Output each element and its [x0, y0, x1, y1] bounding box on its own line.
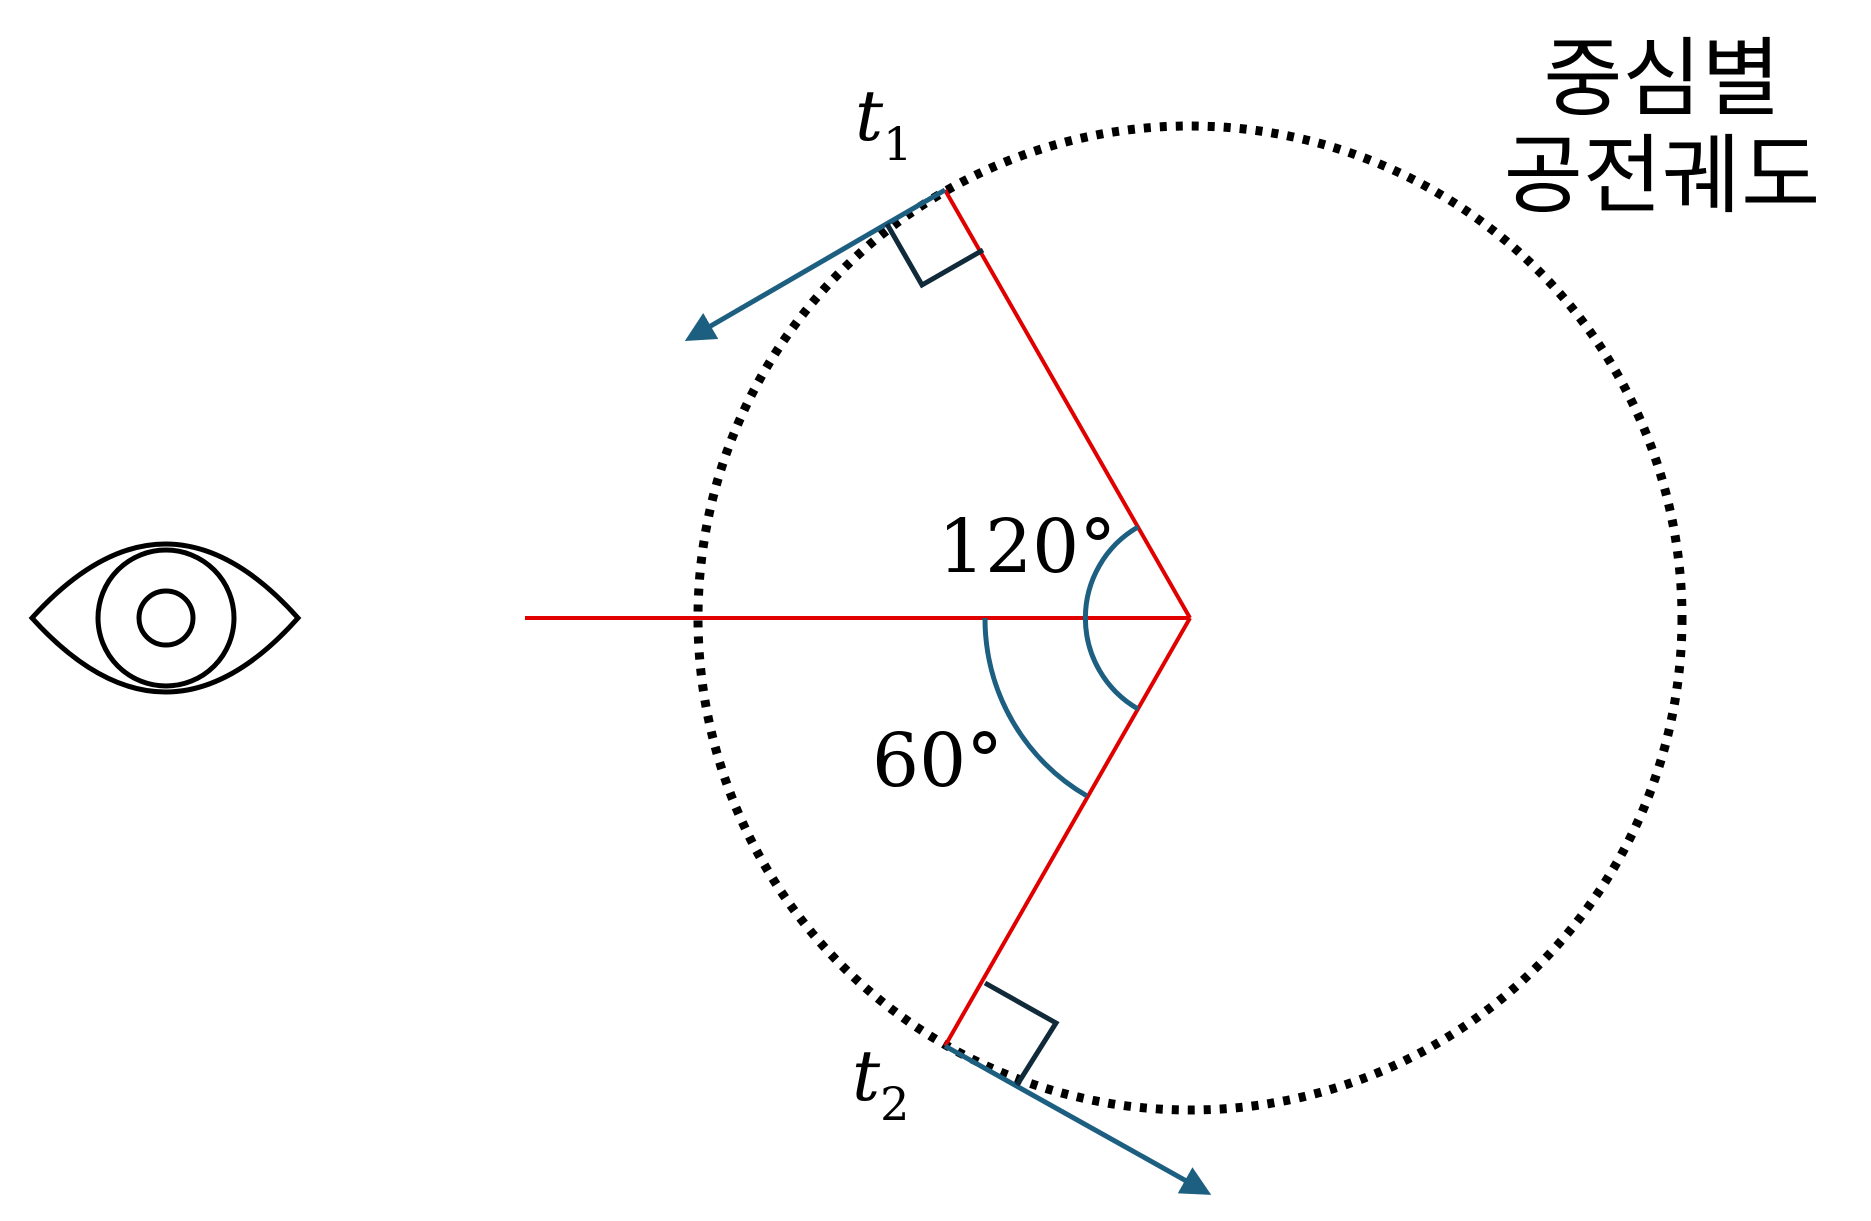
time-label-t2: t2 — [852, 1035, 909, 1131]
velocity-arrow-t2 — [943, 1043, 1212, 1195]
velocity-arrow-t1 — [684, 187, 947, 342]
time-label-t1-sub: 1 — [883, 117, 912, 171]
orbit-title-line2: 공전궤도 — [1504, 126, 1820, 226]
time-label-t1-base: t — [855, 75, 884, 157]
time-label-t1: t1 — [855, 75, 912, 171]
orbit-title-line1: 중심별 — [1543, 29, 1780, 129]
radius-t1 — [943, 189, 1192, 619]
radius-t2 — [943, 617, 1192, 1047]
orbit-circle — [693, 121, 1687, 1115]
time-label-t2-base: t — [852, 1035, 881, 1117]
right-angle-marker-t2 — [983, 980, 1060, 1087]
eye-icon — [28, 541, 302, 695]
angle-label-120: 120° — [938, 504, 1116, 590]
angle-arc-120 — [1082, 524, 1140, 712]
time-label-t2-sub: 2 — [880, 1077, 909, 1131]
right-angle-marker-t1 — [884, 222, 985, 289]
angle-label-60: 60° — [872, 718, 1003, 804]
angle-arc-60 — [982, 617, 1089, 799]
